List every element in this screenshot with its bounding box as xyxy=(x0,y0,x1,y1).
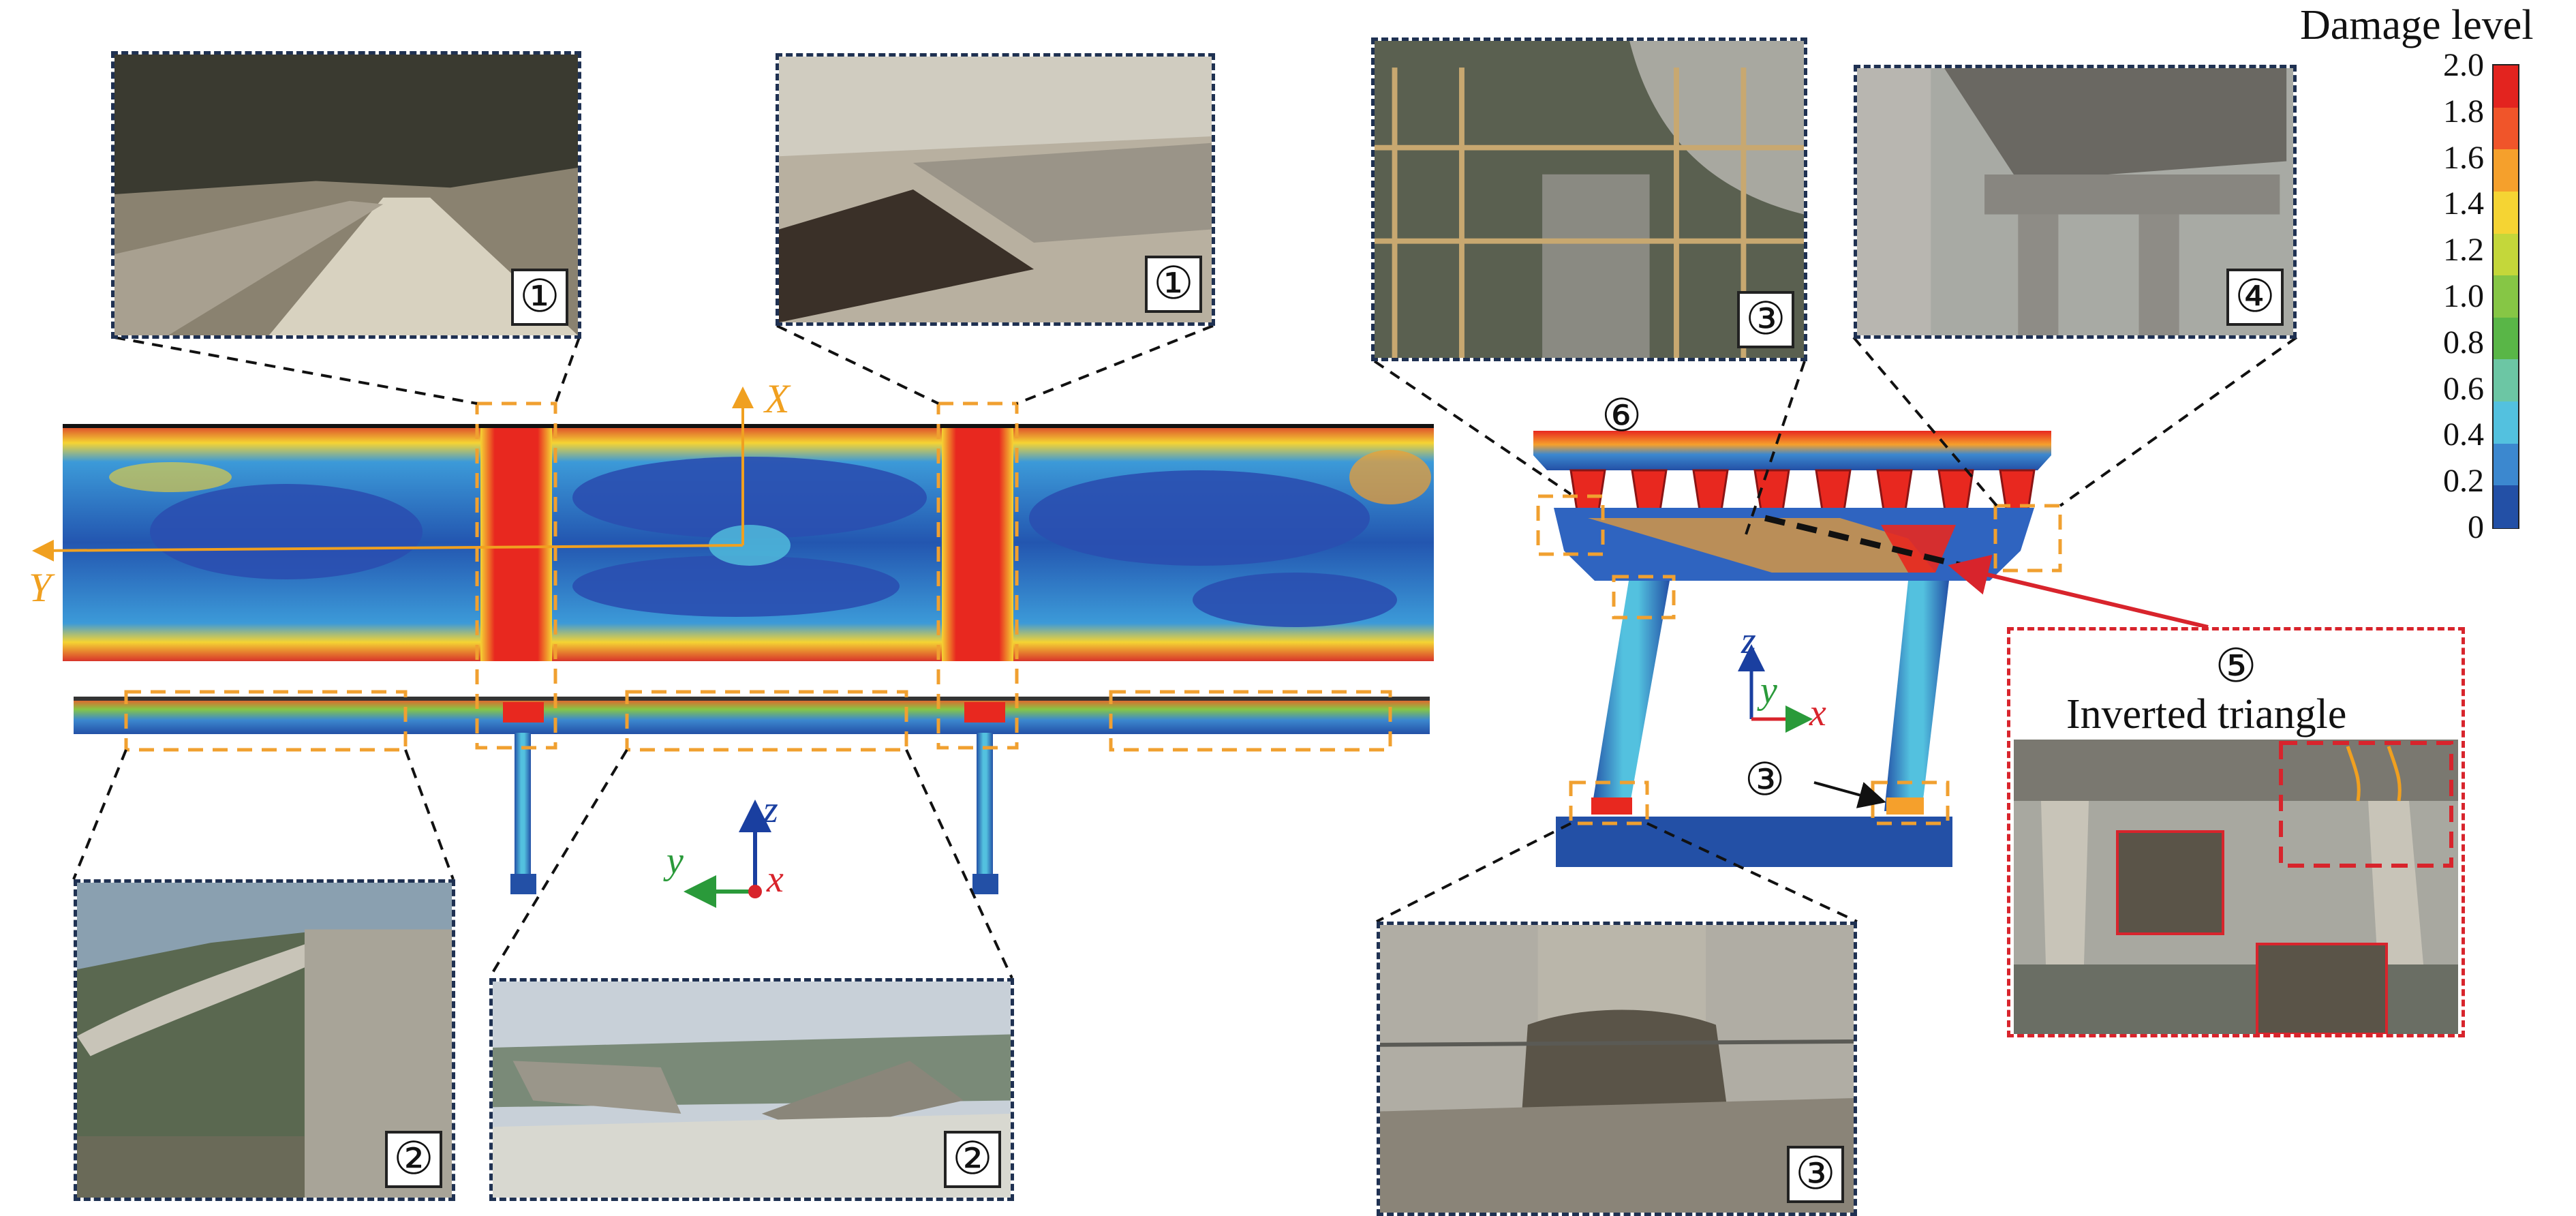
plan-axis-y: Y xyxy=(29,565,52,610)
elevation-axes xyxy=(684,800,771,908)
legend-tick-label: 0.2 xyxy=(2443,463,2484,500)
colorbar-bands xyxy=(2494,65,2518,528)
marker-6: ⑥ xyxy=(1601,391,1642,441)
legend-tick-label: 1.2 xyxy=(2443,232,2484,269)
marker-4: ④ xyxy=(2226,269,2284,326)
marker-2b: ② xyxy=(944,1131,1001,1188)
legend-tick-label: 1.4 xyxy=(2443,185,2484,222)
photo-arch-collapse: ② xyxy=(74,879,455,1201)
colorbar-band xyxy=(2494,149,2518,192)
dashed-leaders xyxy=(72,324,2298,979)
highlight-boxes xyxy=(124,401,2062,825)
sect-axis-z: z xyxy=(1741,620,1756,662)
sect-axis-x: x xyxy=(1809,692,1826,734)
legend-tick-label: 0.8 xyxy=(2443,324,2484,361)
inverted-triangle-label: Inverted triangle xyxy=(2066,691,2347,738)
sect-axis-y: y xyxy=(1760,669,1777,712)
arrow-to-pier-base xyxy=(1813,781,1886,808)
plan-axis-x: X xyxy=(765,376,790,421)
colorbar-band xyxy=(2494,443,2518,487)
colorbar-band xyxy=(2494,275,2518,318)
elev-axis-y: y xyxy=(666,840,684,882)
photo-inverted-triangle xyxy=(2014,740,2458,1034)
marker-3c: ③ xyxy=(1787,1146,1844,1203)
arrow-to-triangle xyxy=(1948,554,2209,629)
colorbar-band xyxy=(2494,359,2518,403)
marker-5: ⑤ xyxy=(2215,640,2257,692)
colorbar-band xyxy=(2494,401,2518,444)
photo-pier-scaffold: ③ xyxy=(1371,37,1807,361)
legend-tick-label: 0.4 xyxy=(2443,416,2484,453)
photo-pier-base: ③ xyxy=(1377,922,1857,1216)
section-axes xyxy=(1738,644,1813,733)
legend-tick-label: 0 xyxy=(2468,509,2484,545)
plan-axes xyxy=(32,386,754,562)
legend-tick-label: 2.0 xyxy=(2443,47,2484,83)
legend-tick-label: 1.6 xyxy=(2443,139,2484,176)
photo-river-collapse: ② xyxy=(489,978,1014,1201)
colorbar-band xyxy=(2494,485,2518,528)
inverted-triangle-panel: ⑤ Inverted triangle xyxy=(2007,627,2465,1037)
marker-3-label: ③ xyxy=(1745,755,1785,805)
marker-2a: ② xyxy=(385,1131,442,1188)
photo-deck-road: ① xyxy=(111,51,581,339)
colorbar-band xyxy=(2494,191,2518,234)
legend-tick-label: 1.8 xyxy=(2443,93,2484,130)
section-structure xyxy=(1533,431,2051,867)
colorbar-band xyxy=(2494,233,2518,277)
legend-tick-label: 0.6 xyxy=(2443,370,2484,407)
plan-deck-contour xyxy=(63,424,1434,661)
colorbar-band xyxy=(2494,107,2518,151)
elev-axis-z: z xyxy=(763,789,778,831)
colorbar-band xyxy=(2494,65,2518,108)
marker-3a: ③ xyxy=(1737,291,1794,348)
legend-tick-label: 1.0 xyxy=(2443,278,2484,314)
marker-1: ① xyxy=(511,269,568,326)
legend-title: Damage level xyxy=(2300,2,2534,48)
colorbar-band xyxy=(2494,317,2518,361)
marker-1b: ① xyxy=(1145,256,1202,313)
elev-axis-x: x xyxy=(767,858,784,900)
photo-deck-collapse: ① xyxy=(776,53,1215,326)
elevation-structure xyxy=(74,697,1430,894)
photo-cap-beam: ④ xyxy=(1854,65,2297,339)
